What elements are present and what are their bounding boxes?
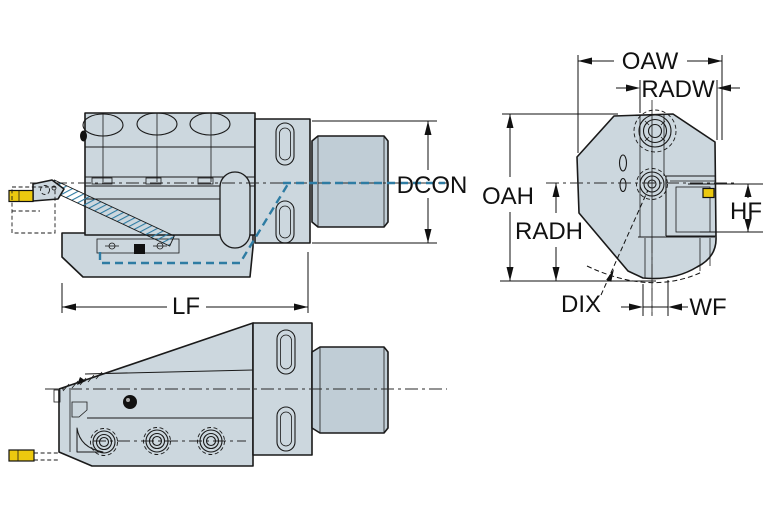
dim-wf: WF (621, 240, 727, 321)
insert-pocket (665, 175, 716, 237)
cutting-insert-bottom (8, 449, 35, 462)
clamp-screw-top (633, 109, 677, 153)
dim-hf: HF (688, 183, 763, 233)
dim-dcon: DCON (312, 120, 468, 244)
flange-slots-bottom (276, 329, 296, 452)
cutting-head (8, 179, 65, 234)
dim-dix: DIX (561, 189, 703, 318)
cutting-insert-bottom-group (8, 449, 59, 462)
coupling-cylinder (311, 135, 389, 228)
center-screw (636, 168, 668, 200)
front-end-details (53, 389, 104, 453)
cutting-insert-front (702, 187, 715, 199)
coolant-slot-upper (618, 154, 628, 172)
coolant-channel (98, 183, 290, 265)
dim-oah: OAH (482, 113, 656, 282)
dim-lf: LF (61, 252, 309, 320)
coolant-slot-lower (619, 177, 627, 193)
flange-slots (275, 122, 295, 244)
front-view: OAW RADW OAH RADH (482, 48, 763, 321)
bottom-view (8, 322, 447, 467)
holder-body-bottom (58, 322, 254, 467)
dim-radh: RADH (515, 183, 583, 281)
top-face-holes (82, 112, 231, 182)
cutting-insert-side (8, 189, 34, 203)
dim-oaw: OAW (577, 48, 723, 153)
lower-block (638, 236, 715, 278)
dim-label-oah: OAH (482, 183, 534, 210)
insert-phantom-box (11, 186, 56, 234)
dim-label-hf: HF (730, 198, 762, 225)
slope-serrations (62, 371, 103, 392)
dim-label-radh: RADH (515, 218, 583, 245)
side-view: LF DCON (8, 112, 468, 320)
clamp-screw-1 (90, 428, 118, 456)
dim-label-radw: RADW (641, 76, 715, 103)
dim-label-dix: DIX (561, 291, 601, 318)
side-pin (80, 130, 87, 142)
dim-label-oaw: OAW (622, 48, 679, 75)
dim-label-dcon: DCON (397, 172, 468, 199)
dim-radw: RADW (616, 76, 740, 140)
clamp-screw-3 (197, 427, 225, 455)
clamp-screw-row (90, 427, 246, 456)
body-slot (219, 171, 251, 249)
dim-label-wf: WF (689, 294, 726, 321)
dim-label-lf: LF (172, 293, 200, 320)
slope-marker (77, 377, 86, 385)
clamp-mechanism (96, 238, 180, 254)
coupling-cylinder-bottom (311, 346, 389, 434)
clamp-screw-2 (143, 427, 171, 455)
coolant-plug (123, 395, 137, 409)
